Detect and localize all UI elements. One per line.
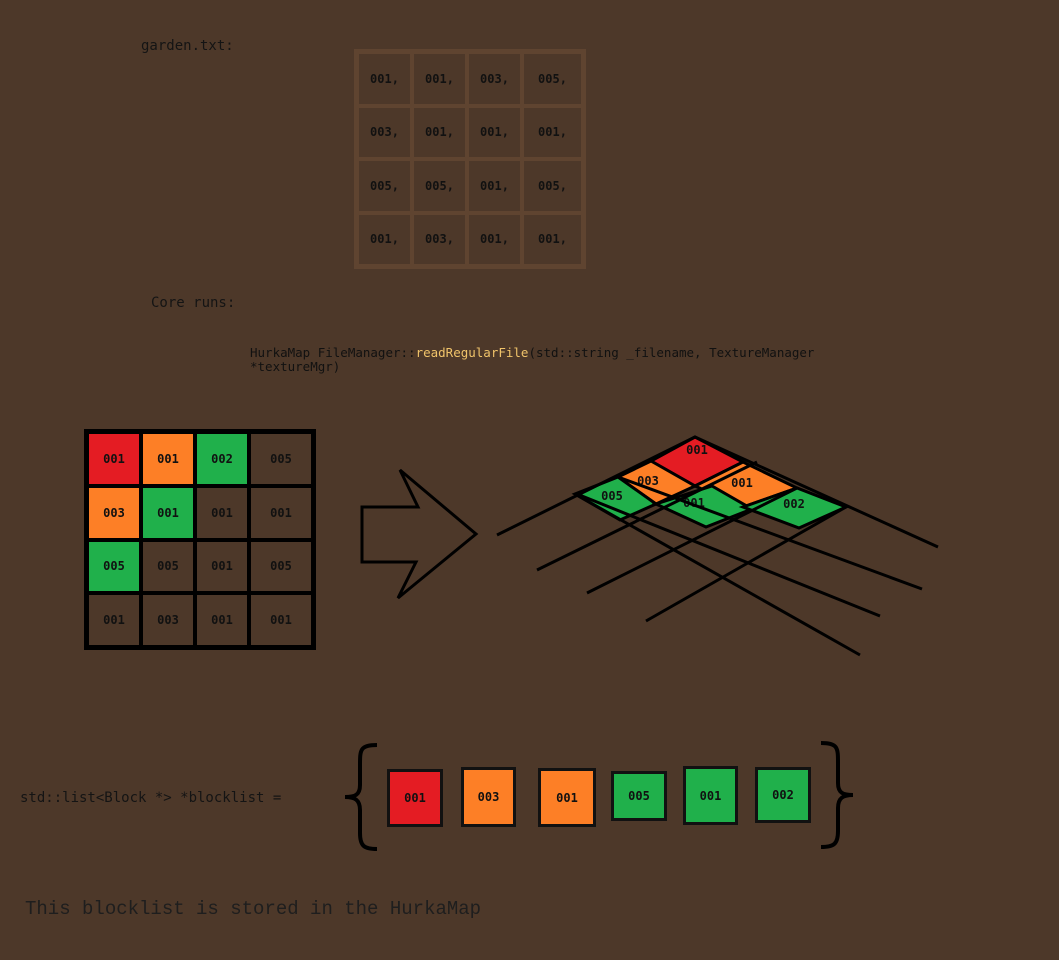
garden-file-label: garden.txt: bbox=[141, 38, 234, 54]
file-cell: 001, bbox=[357, 52, 412, 106]
map-cell: 005 bbox=[249, 539, 313, 594]
map-cell: 001 bbox=[141, 485, 195, 540]
function-signature-line2: *textureMgr) bbox=[250, 359, 341, 374]
function-params: (std::string _filename, TextureManager bbox=[528, 345, 815, 360]
right-brace bbox=[820, 741, 854, 849]
left-brace bbox=[344, 743, 378, 851]
file-cell: 001, bbox=[467, 105, 522, 159]
footer-caption: This blocklist is stored in the HurkaMap bbox=[25, 898, 482, 920]
function-class-prefix: HurkaMap FileManager:: bbox=[250, 345, 416, 360]
function-signature-line1: HurkaMap FileManager::readRegularFile(st… bbox=[250, 346, 814, 360]
block-item: 005 bbox=[611, 771, 667, 821]
file-cell: 001, bbox=[522, 212, 583, 266]
block-item: 001 bbox=[538, 768, 596, 827]
map-cell: 003 bbox=[141, 593, 195, 647]
map-cell: 001 bbox=[87, 593, 141, 647]
file-cell: 003, bbox=[357, 105, 412, 159]
transform-arrow bbox=[360, 468, 479, 600]
map-cell: 001 bbox=[195, 485, 249, 540]
map-cell: 005 bbox=[141, 539, 195, 594]
file-cell: 001, bbox=[467, 159, 522, 213]
map-cell: 001 bbox=[249, 593, 313, 647]
file-cell: 005, bbox=[522, 52, 583, 106]
blocklist-declaration: std::list<Block *> *blocklist = bbox=[20, 790, 282, 806]
file-cell: 005, bbox=[412, 159, 467, 213]
block-item: 001 bbox=[387, 769, 443, 827]
block-item: 001 bbox=[683, 766, 738, 825]
map-cell: 005 bbox=[87, 539, 141, 594]
file-cell: 001, bbox=[412, 105, 467, 159]
block-item: 003 bbox=[461, 767, 516, 827]
map-cell: 002 bbox=[195, 432, 249, 486]
iso-tile-label: 002 bbox=[783, 497, 805, 511]
map-cell: 001 bbox=[195, 593, 249, 647]
block-item: 002 bbox=[755, 767, 811, 823]
file-cell: 001, bbox=[357, 212, 412, 266]
map-cell: 001 bbox=[141, 432, 195, 486]
map-cell: 001 bbox=[87, 432, 141, 486]
iso-tile-label: 001 bbox=[686, 443, 708, 457]
file-cell: 001, bbox=[522, 105, 583, 159]
iso-tile-label: 001 bbox=[731, 476, 753, 490]
iso-tile-label: 005 bbox=[601, 489, 623, 503]
map-cell: 001 bbox=[249, 485, 313, 540]
core-runs-label: Core runs: bbox=[151, 295, 236, 311]
function-name: readRegularFile bbox=[415, 345, 529, 360]
map-cell: 003 bbox=[87, 485, 141, 540]
garden-file-grid: 001,001,003,005,003,001,001,001,005,005,… bbox=[354, 49, 586, 269]
file-cell: 003, bbox=[412, 212, 467, 266]
file-cell: 003, bbox=[467, 52, 522, 106]
function-signature: HurkaMap FileManager::readRegularFile(st… bbox=[250, 346, 814, 374]
file-cell: 005, bbox=[357, 159, 412, 213]
isometric-grid-lines bbox=[496, 435, 939, 657]
file-cell: 001, bbox=[412, 52, 467, 106]
file-cell: 001, bbox=[467, 212, 522, 266]
map-cell: 001 bbox=[195, 539, 249, 594]
file-cell: 005, bbox=[522, 159, 583, 213]
map-cell: 005 bbox=[249, 432, 313, 486]
